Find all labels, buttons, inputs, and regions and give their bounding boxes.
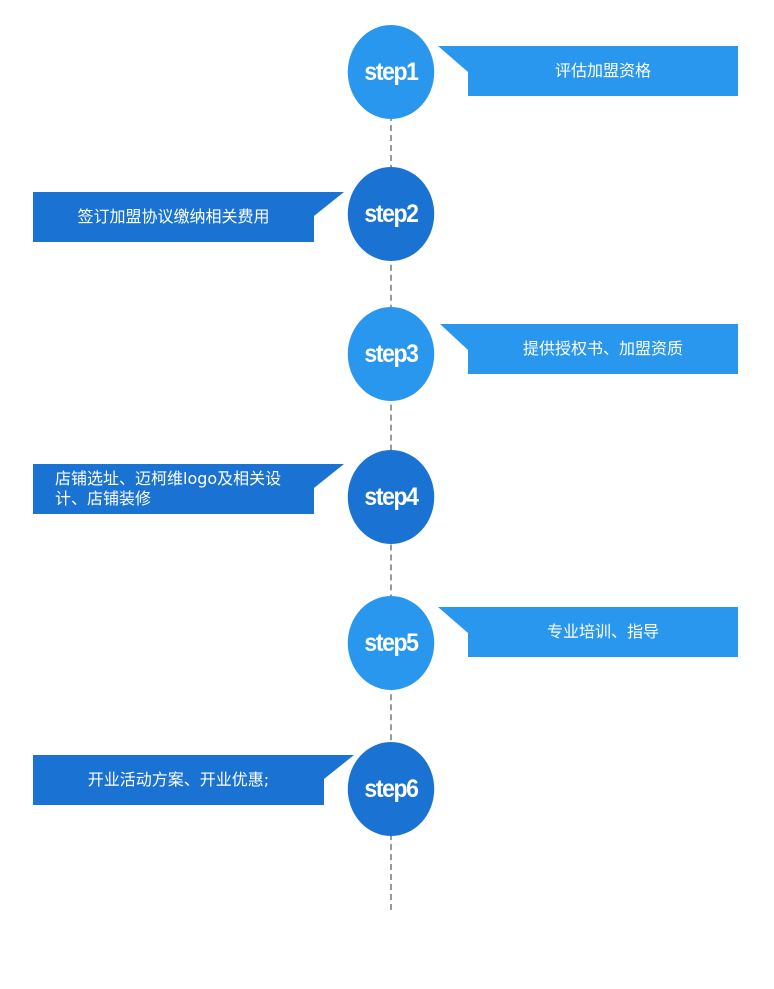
step-text-2: 签订加盟协议缴纳相关费用 [77,207,270,226]
step-text-6: 开业活动方案、开业优惠; [87,770,270,789]
step-banner-6: 开业活动方案、开业优惠; [33,755,354,805]
banner-shape-1 [438,46,738,96]
step-circle-2: step2 [347,167,435,261]
step-text-3: 提供授权书、加盟资质 [522,339,683,358]
step-circle-6: step6 [347,742,435,836]
step-circle-1: step1 [347,25,435,119]
banner-shape-3 [440,324,738,374]
banner-shape-5 [438,607,738,657]
step-text-4: 店铺选址、迈柯维logo及相关设计、店铺装修 [55,469,282,508]
banner-shape-2 [33,192,344,242]
step-banner-4: 店铺选址、迈柯维logo及相关设计、店铺装修 [33,464,344,514]
step-banner-3: 提供授权书、加盟资质 [440,324,738,374]
banner-shape-6 [33,755,354,805]
step-banner-5: 专业培训、指导 [438,607,738,657]
step-circle-4: step4 [347,450,435,544]
step-circle-5: step5 [347,596,435,690]
step-text-5: 专业培训、指导 [546,622,659,641]
step-circle-3: step3 [347,307,435,401]
step-banner-2: 签订加盟协议缴纳相关费用 [33,192,344,242]
step-text-1: 评估加盟资格 [554,61,651,80]
step-banner-1: 评估加盟资格 [438,46,738,96]
banner-shape-4 [33,464,344,514]
